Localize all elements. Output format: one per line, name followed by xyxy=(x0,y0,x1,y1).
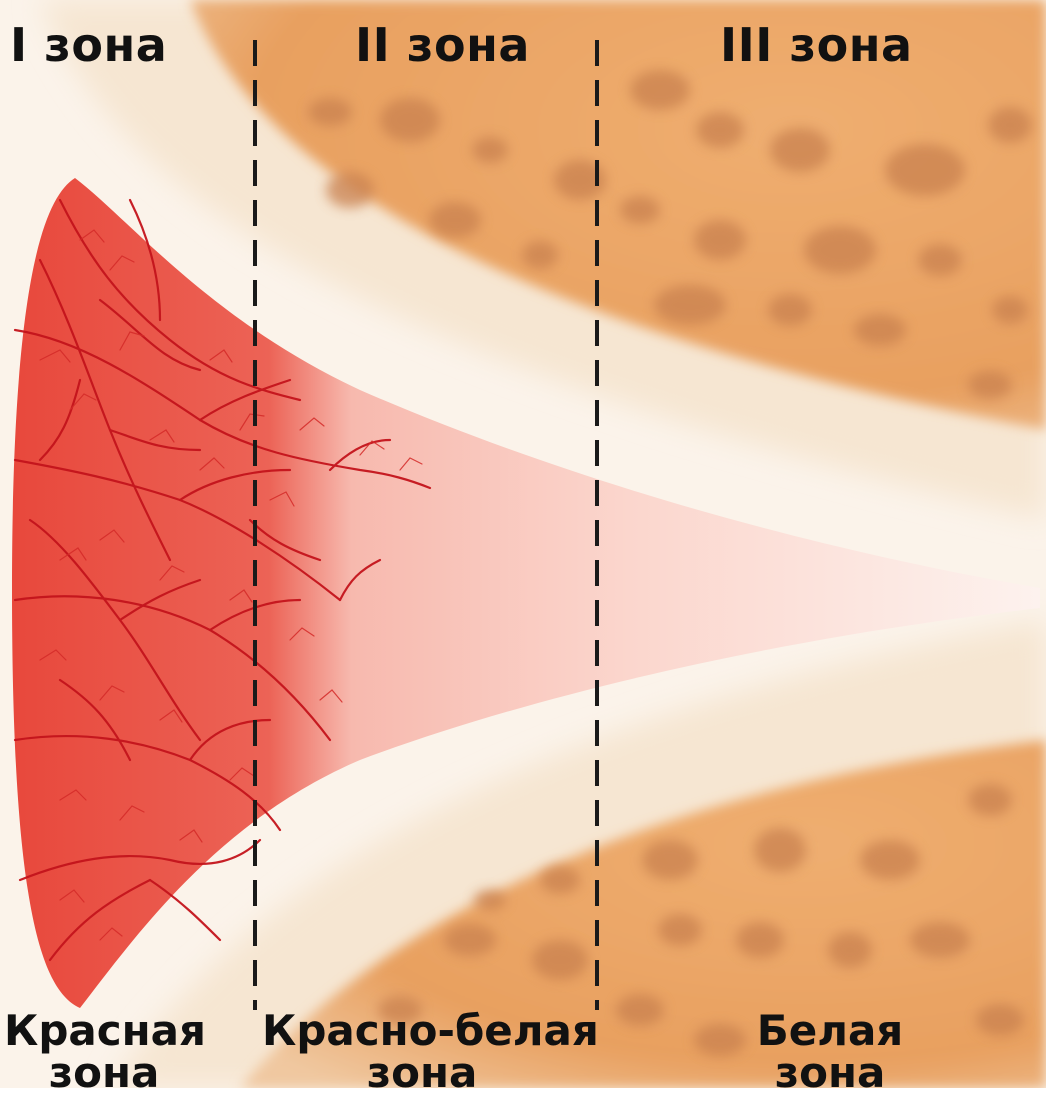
zone-1-title: I зона xyxy=(10,18,167,72)
zone-1-caption: Красная зона xyxy=(4,1010,204,1094)
zone-3-title: III зона xyxy=(720,18,913,72)
zone-2-title: II зона xyxy=(355,18,530,72)
zone-1-caption-line1: Красная xyxy=(4,1010,204,1052)
zone-3-caption-line1: Белая xyxy=(730,1010,930,1052)
zone-2-caption: Красно-белая зона xyxy=(262,1010,582,1094)
zone-3-caption: Белая зона xyxy=(730,1010,930,1094)
zone-2-caption-line1: Красно-белая xyxy=(262,1010,582,1052)
